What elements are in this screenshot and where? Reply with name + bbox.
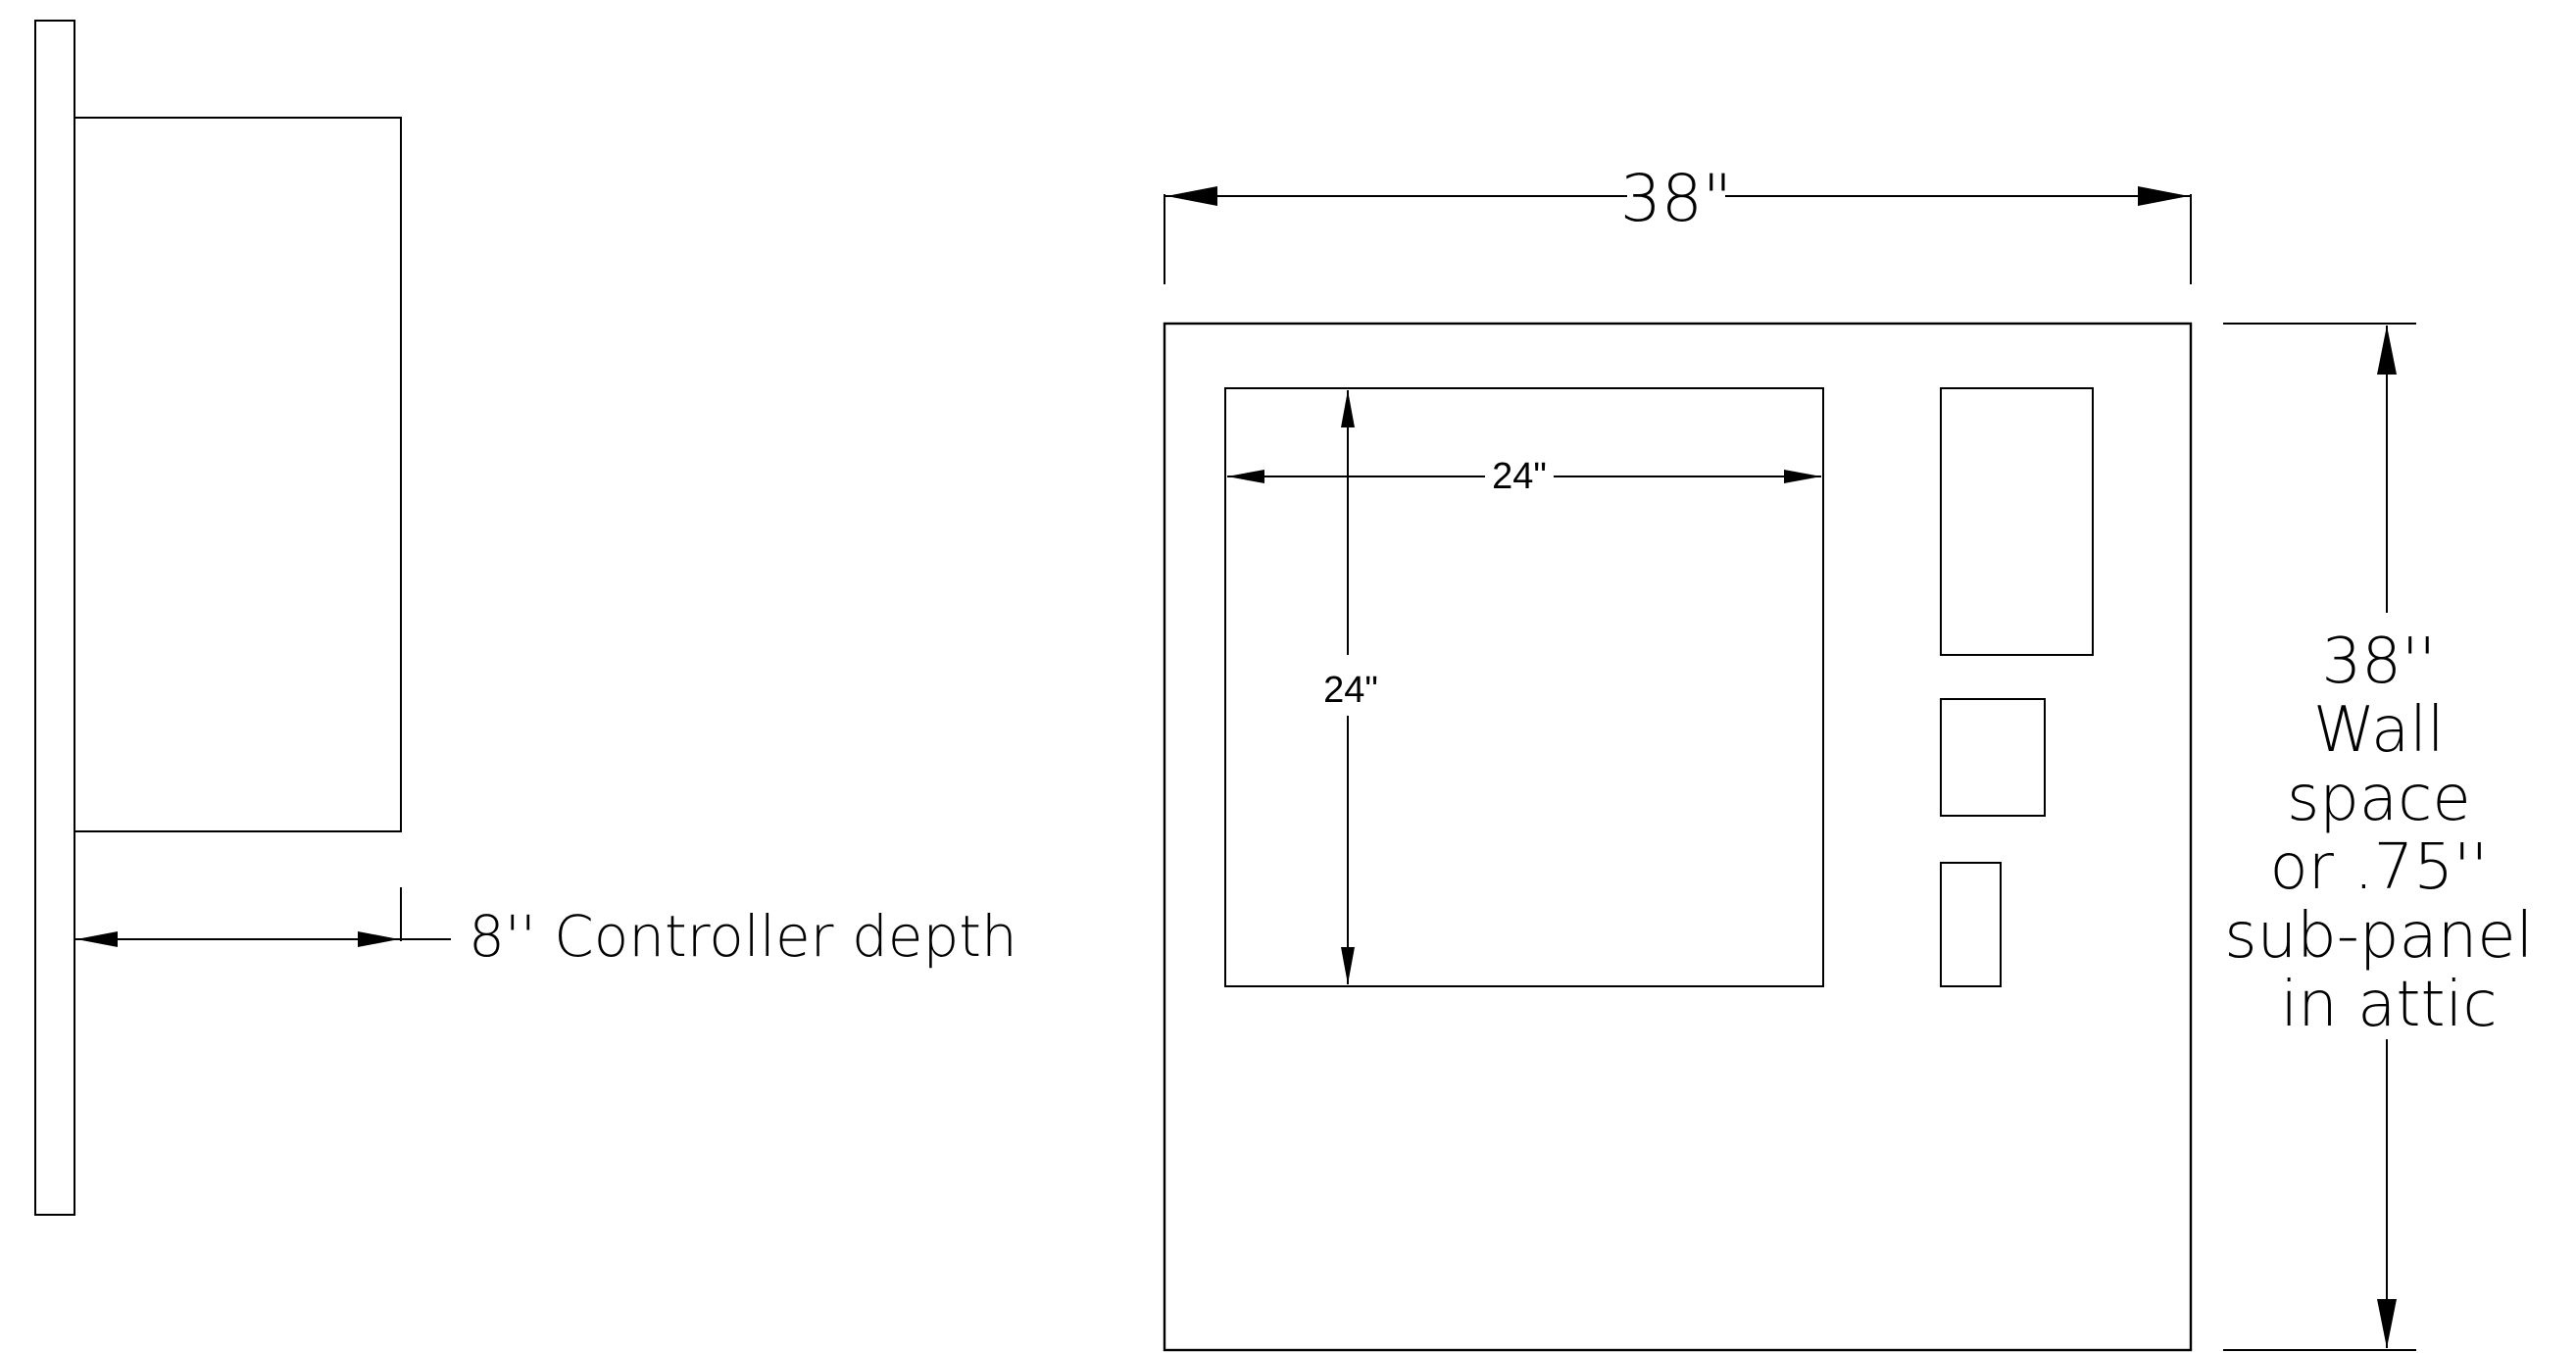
main-panel-outline [1224, 387, 1824, 987]
width-arrow-left [1166, 186, 1217, 206]
depth-arrow-left [76, 931, 118, 947]
width-arrow-right [2138, 186, 2189, 206]
component-box-tall [1940, 387, 2094, 656]
main-panel: 24" 24" [1224, 387, 1824, 987]
height-label-line5: sub-panel [2224, 900, 2533, 973]
panel-height-arrow-bottom [1341, 947, 1355, 984]
panel-width-label: 24" [1492, 456, 1547, 497]
enclosure-outline [1163, 322, 2193, 1352]
panel-width-arrow-left [1227, 470, 1264, 483]
overall-height-dimension: 38'' Wall space or .75'' sub-panel in at… [2223, 323, 2553, 1351]
height-label-line3: space [2287, 763, 2471, 835]
height-label-line2: Wall [2313, 694, 2445, 767]
height-label-line4: or .75'' [2269, 831, 2488, 904]
controller-box-side [74, 117, 402, 832]
panel-height-arrow-top [1341, 390, 1355, 427]
height-label: 38'' Wall space or .75'' sub-panel in at… [2224, 626, 2553, 1041]
overall-width-dimension: 38" [1164, 161, 2192, 284]
wall-section [34, 20, 75, 1216]
depth-label: 8'' Controller depth [469, 903, 1017, 970]
panel-width-arrow-right [1784, 470, 1821, 483]
component-box-medium [1940, 698, 2046, 817]
depth-dimension: 8'' Controller depth [74, 887, 1017, 970]
height-label-line1: 38'' [2322, 626, 2437, 698]
height-arrow-bottom [2377, 1299, 2397, 1348]
panel-height-label: 24" [1323, 670, 1378, 711]
depth-arrow-right [358, 931, 399, 947]
component-box-small [1940, 862, 2002, 987]
height-arrow-top [2377, 326, 2397, 375]
height-label-line6: in attic [2280, 969, 2497, 1041]
front-view: 38" 24" 24" [1163, 161, 2553, 1352]
side-view: 8'' Controller depth [34, 20, 1017, 1216]
overall-width-label: 38" [1620, 161, 1732, 236]
